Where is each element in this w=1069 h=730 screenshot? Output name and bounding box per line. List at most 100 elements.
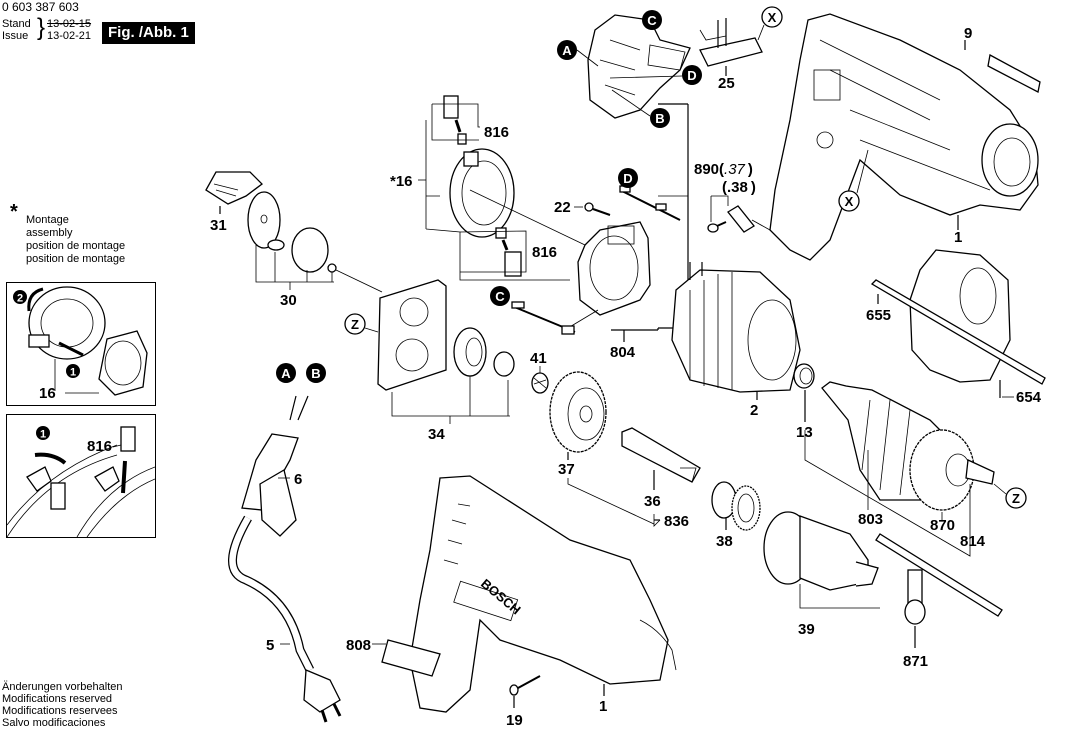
part-label-9: 9: [964, 25, 972, 42]
part-890-paren: ): [748, 161, 753, 178]
part-label-655: 655: [866, 307, 891, 324]
connector-label: D: [623, 171, 632, 186]
assembly-note: * Montage assembly position de montage p…: [8, 202, 126, 266]
step-1-badge: [66, 364, 80, 378]
ref-marker-x-label: X: [768, 10, 777, 25]
part-label-22: 22: [554, 199, 571, 216]
step-2-number: 2: [17, 293, 23, 305]
rating-plate-9: [987, 54, 1041, 93]
stator-2: [671, 262, 801, 393]
brush-plate-tab: [28, 334, 50, 348]
housing-left-half: BOSCH: [409, 475, 677, 713]
lift-arrow-icon: [121, 460, 127, 494]
part-label-804: 804: [610, 344, 636, 361]
part-label-39: 39: [798, 621, 815, 638]
cable-clamp-890: [707, 205, 755, 233]
part-label-30: 30: [280, 292, 297, 309]
stand-date: 13-02-15: [47, 18, 92, 30]
push-arrow-icon: [34, 452, 67, 465]
spring-41: [531, 372, 549, 394]
dates: 13-02-15 13-02-21: [47, 18, 91, 42]
ref-marker-x-top: X: [761, 6, 783, 28]
part-label-803: 803: [858, 511, 883, 528]
part-label-38: 38: [716, 533, 733, 550]
gear-sleeve-38: [711, 481, 761, 531]
carbon-brush: [50, 482, 66, 510]
ref-marker-z-left: Z: [344, 313, 366, 335]
ref-marker-z-label: Z: [1012, 491, 1020, 506]
inset-brush-replace: 1 816: [6, 414, 156, 538]
bearing-plate: [377, 279, 447, 391]
stand-label: Stand: [2, 18, 31, 30]
footer-notes: Änderungen vorbehalten Modifications res…: [2, 681, 122, 729]
part-890-alt2: (.38: [722, 179, 748, 196]
part-label-816-top: 816: [484, 124, 509, 141]
figure-label: Fig. /Abb. 1: [102, 22, 195, 44]
bearing-34: [453, 327, 515, 377]
inset-brush-replace-drawing: 1 816: [6, 426, 156, 538]
drill-chuck-39: [763, 511, 879, 591]
part-label-5: 5: [266, 637, 274, 654]
housing-right-half: [769, 13, 1039, 261]
footer-line: Modifications reserved: [2, 693, 113, 705]
footer-line: Salvo modificaciones: [2, 717, 106, 729]
part-label-16: *16: [390, 173, 413, 190]
part-label-2: 2: [750, 402, 758, 419]
connector-label: C: [647, 13, 657, 28]
brush-holder-804: [577, 221, 651, 316]
pull-arrow-icon: [58, 341, 84, 357]
leader-line: [54, 359, 99, 394]
part-label-34: 34: [428, 426, 445, 443]
connector-b-badge: B: [650, 108, 670, 128]
part-label-808: 808: [346, 637, 371, 654]
part-label-31: 31: [210, 217, 227, 234]
part-label-13: 13: [796, 424, 813, 441]
leader-line: [112, 444, 122, 448]
plug-icon: [303, 669, 341, 713]
commutator-arc: [6, 444, 118, 526]
part-label-36: 36: [644, 493, 661, 510]
carbon-brush-816-bottom: [495, 227, 522, 277]
ref-marker-z-label: Z: [351, 317, 359, 332]
asterisk-icon: *: [10, 201, 18, 223]
ref-marker-x-label: X: [845, 194, 854, 209]
carbon-brush-816-top: [443, 95, 467, 145]
label-808: [381, 639, 441, 677]
terminal-d: [619, 185, 681, 221]
gear-37: [549, 371, 607, 453]
connector-d-badge-lower: D: [618, 168, 638, 188]
inset-brush-holder: 2 1 16: [6, 282, 156, 406]
assembly-30: [247, 191, 337, 273]
note-line: position de montage: [26, 253, 126, 265]
carbon-brush-removed: [120, 426, 136, 452]
part-label-814: 814: [960, 533, 986, 550]
step-1-badge: [36, 426, 50, 440]
switch-cover-25: [699, 18, 763, 67]
part-label-654: 654: [1016, 389, 1042, 406]
footer-line: Modifications reservees: [2, 705, 118, 717]
ref-marker-z-right: Z: [1005, 487, 1027, 509]
rotate-arrow-icon: [27, 287, 44, 312]
footer-line: Änderungen vorbehalten: [2, 681, 123, 693]
power-cord-5: [228, 515, 342, 723]
brush-holder-clip: [26, 466, 52, 492]
part-890-paren: ): [751, 179, 756, 196]
connector-label: A: [281, 366, 291, 381]
cord-wire-b-badge: B: [306, 363, 326, 383]
part-label-870: 870: [930, 517, 955, 534]
housing-nose: [981, 123, 1039, 197]
part-label-871: 871: [903, 653, 928, 670]
brush-holder-clip: [94, 466, 120, 492]
depth-rod-655: [870, 279, 1046, 385]
cover-31: [205, 171, 263, 205]
connector-c-badge-lower: C: [490, 286, 510, 306]
chuck-key-871: [875, 533, 1003, 625]
part-label-16-inset: 16: [39, 385, 56, 402]
connector-label: A: [562, 43, 572, 58]
part-number: 0 603 387 603: [2, 0, 79, 14]
armature-803: [821, 381, 995, 511]
part-890-alt1: .37: [724, 161, 746, 178]
connector-label: D: [687, 68, 696, 83]
screw-22: [584, 202, 611, 216]
